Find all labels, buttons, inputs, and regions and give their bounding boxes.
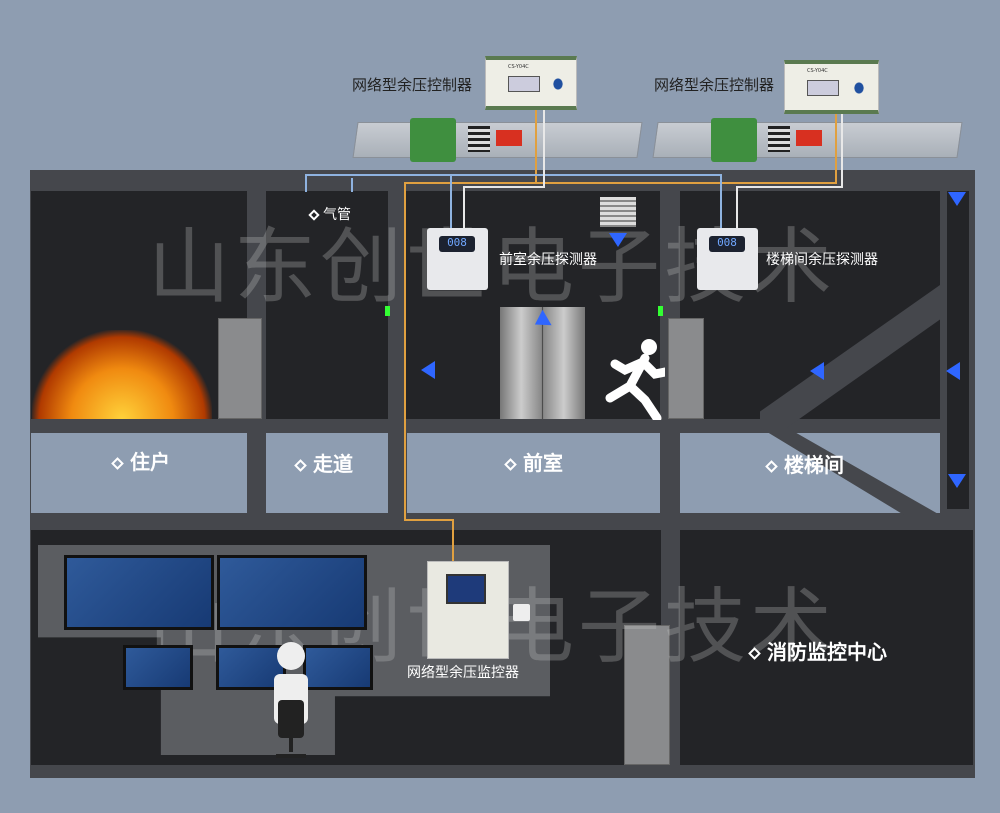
controller-1-label: 网络型余压控制器 [352, 76, 473, 94]
exit-light-icon [658, 306, 663, 316]
corridor-bay [266, 433, 388, 513]
controller-keypad [548, 72, 568, 96]
resident-bay [31, 433, 247, 513]
signal-line [835, 114, 837, 184]
air-pipe-line [351, 178, 353, 192]
detector-reading: 008 [439, 236, 475, 252]
monitor-screen [303, 645, 373, 690]
detector-reading: 008 [709, 236, 745, 252]
pressure-monitor-panel [427, 561, 509, 659]
video-wall-screen [217, 555, 367, 630]
resident-door [218, 318, 262, 419]
controller-keypad [849, 76, 869, 100]
air-pipe-label: 气管 [308, 204, 351, 224]
label-antechamber: 前室 [504, 447, 563, 476]
controller-2-label: 网络型余压控制器 [654, 76, 775, 94]
antechamber-bay [407, 433, 660, 513]
fan-1 [410, 118, 456, 162]
exit-running-man-icon [605, 338, 670, 423]
video-wall-screen [64, 555, 214, 630]
shaft [947, 191, 969, 509]
power-socket [513, 604, 530, 621]
signal-line [736, 186, 738, 230]
airflow-down-arrow-icon [609, 233, 627, 247]
air-pipe-line [305, 174, 451, 176]
signal-line [543, 110, 545, 188]
elevator [500, 307, 585, 419]
airflow-left-arrow-icon [810, 362, 824, 380]
fire-center-room [680, 530, 973, 765]
controller-screen [807, 80, 839, 96]
pressure-controller-1: CS-Y04C [485, 56, 577, 110]
valve-1 [496, 130, 522, 146]
air-pipe-line [450, 174, 452, 230]
fire-icon [32, 330, 212, 419]
airflow-down-arrow-icon [948, 192, 966, 206]
stair-door [668, 318, 704, 419]
stairwell-pressure-detector: 008 [697, 228, 758, 290]
signal-line [452, 519, 454, 561]
signal-line [463, 186, 543, 188]
corridor-room [266, 191, 388, 419]
pressure-controller-2: CS-Y04C [784, 60, 879, 114]
signal-line [404, 182, 536, 184]
damper-2 [768, 126, 790, 152]
air-pipe-line [450, 174, 720, 176]
stairwell-detector-label: 楼梯间余压探测器 [766, 252, 878, 268]
airflow-down-arrow-icon [948, 474, 966, 488]
monitor-screen [123, 645, 193, 690]
operator-icon [266, 640, 316, 760]
control-room-door [624, 625, 670, 765]
label-text: 楼梯间 [784, 453, 844, 477]
signal-line [404, 182, 406, 520]
monitor-touchscreen [446, 574, 486, 604]
valve-2 [796, 130, 822, 146]
signal-line [535, 110, 537, 184]
signal-line [536, 182, 836, 184]
label-text: 住户 [130, 450, 170, 474]
air-vent [600, 197, 636, 227]
monitor-screen [216, 645, 286, 690]
antechamber-detector-label: 前室余压探测器 [499, 252, 597, 268]
air-pipe-text: 气管 [323, 207, 351, 223]
air-pipe-line [305, 174, 307, 192]
signal-line [736, 186, 842, 188]
label-fire-center: 消防监控中心 [748, 636, 887, 665]
label-resident: 住户 [111, 446, 170, 475]
controller-model: CS-Y04C [807, 68, 828, 74]
label-text: 前室 [523, 451, 563, 475]
fan-2 [711, 118, 757, 162]
airflow-left-arrow-icon [946, 362, 960, 380]
label-text: 走道 [313, 452, 353, 476]
antechamber-pressure-detector: 008 [427, 228, 488, 290]
airflow-left-arrow-icon [421, 361, 435, 379]
label-corridor: 走道 [294, 448, 353, 477]
signal-line [404, 519, 454, 521]
signal-line [463, 186, 465, 230]
label-text: 消防监控中心 [767, 640, 887, 664]
exit-light-icon [385, 306, 390, 316]
controller-screen [508, 76, 540, 92]
monitor-label: 网络型余压监控器 [407, 665, 519, 681]
label-stairwell: 楼梯间 [765, 449, 844, 478]
controller-model: CS-Y04C [508, 64, 529, 70]
signal-line [841, 114, 843, 188]
damper-1 [468, 126, 490, 152]
air-pipe-line [720, 174, 722, 230]
